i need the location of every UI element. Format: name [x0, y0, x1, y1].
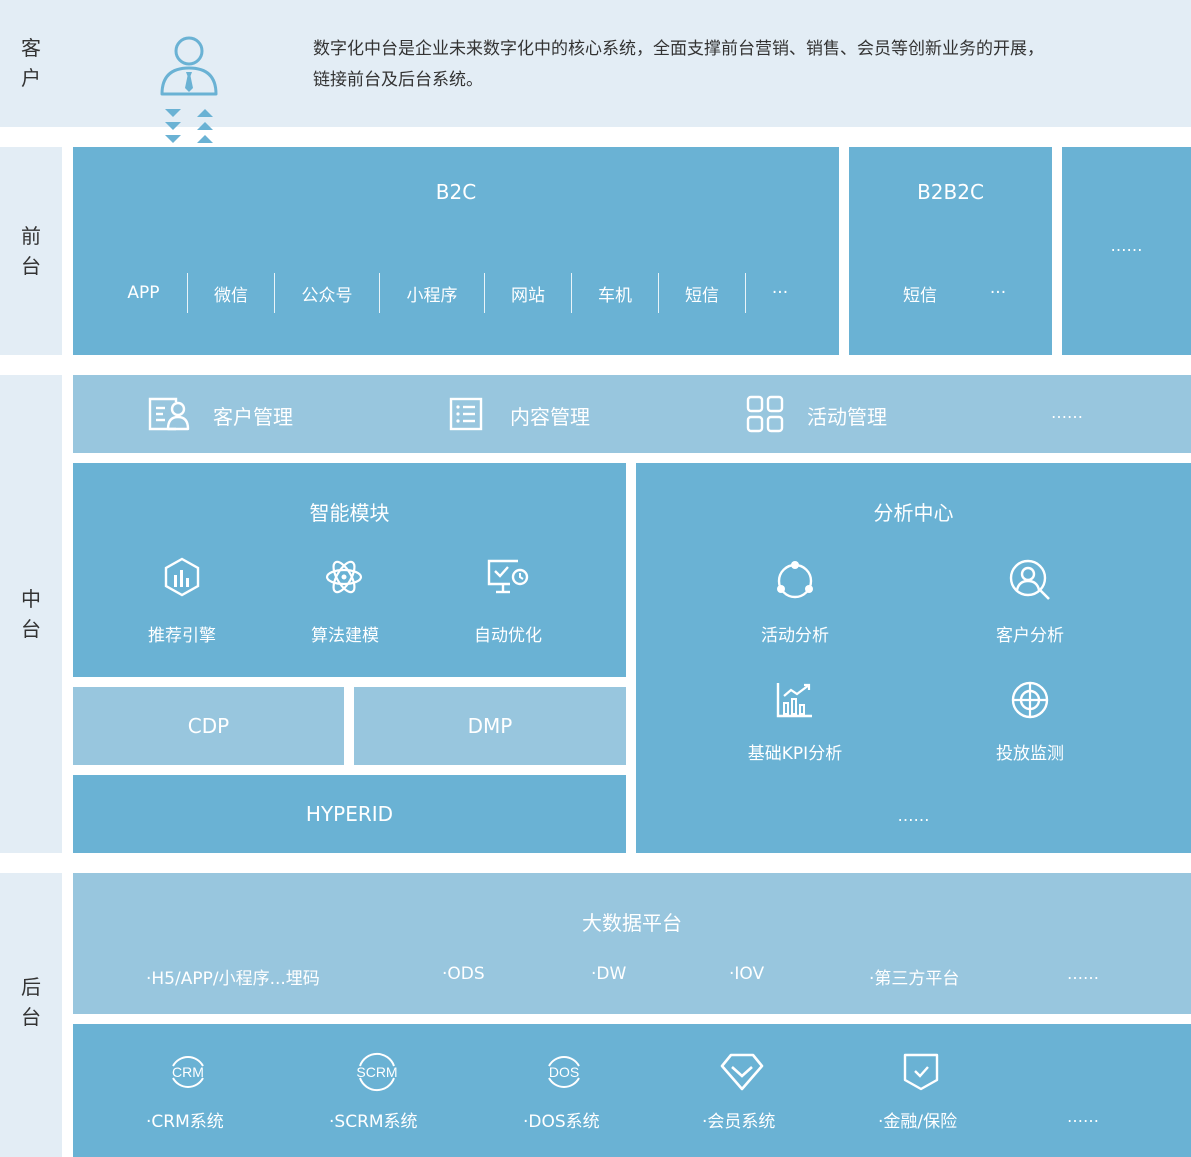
description-line: 数字化中台是企业未来数字化中的核心系统，全面支撑前台营销、销售、会员等创新业务的… [313, 39, 1044, 59]
cdp-box: CDP [73, 687, 344, 765]
system-scrm: ·SCRM系统 [329, 1112, 418, 1132]
front-band-label-bg [0, 147, 62, 355]
down-arrows-icon [165, 109, 181, 143]
big-data-platform-box [73, 873, 1191, 1014]
layer-label-char: 客 [21, 36, 41, 60]
layer-label-char: 户 [21, 66, 41, 90]
scrm-icon: SCRM [356, 1052, 398, 1092]
delivery-monitoring-icon [1011, 681, 1049, 719]
b2b2c-box [849, 147, 1052, 355]
bigdata-item-iov: ·IOV [729, 964, 765, 984]
activity-management-label: 活动管理 [807, 405, 887, 429]
layer-label-char: 台 [21, 1005, 41, 1029]
front-layer-label: 前 台 [0, 221, 62, 281]
b2c-box [73, 147, 839, 355]
system-member: ·会员系统 [702, 1112, 776, 1132]
algorithm-modeling-icon [325, 560, 363, 594]
channel-car: 车机 [598, 285, 632, 306]
channel-sms: 短信 [685, 285, 719, 306]
activity-analysis-label: 活动分析 [761, 626, 829, 646]
finance-shield-icon [903, 1053, 939, 1091]
b2c-title: B2C [435, 180, 477, 204]
crm-icon: CRM [172, 1056, 204, 1088]
hyperid-box: HYPERID [73, 775, 626, 853]
activity-management-icon [746, 395, 784, 433]
divider [187, 273, 188, 313]
crm-icon-text: CRM [172, 1064, 204, 1080]
bigdata-item-ods: ·ODS [442, 964, 485, 984]
divider [274, 273, 275, 313]
bigdata-item-dw: ·DW [591, 964, 627, 984]
customer-management-label: 客户管理 [213, 405, 293, 429]
description-line: 链接前台及后台系统。 [313, 70, 483, 90]
layer-label-char: 后 [21, 975, 41, 999]
b2b2c-channel-sms: 短信 [903, 285, 937, 306]
system-more: …… [1067, 1107, 1099, 1126]
bigdata-item-third-party: ·第三方平台 [869, 969, 960, 989]
big-data-platform-title: 大数据平台 [582, 911, 682, 935]
auto-optimize-label: 自动优化 [474, 626, 542, 646]
algorithm-modeling-label: 算法建模 [311, 626, 379, 646]
system-finance-insurance: ·金融/保险 [878, 1112, 958, 1132]
dmp-box: DMP [354, 687, 626, 765]
up-arrows-icon [197, 109, 213, 143]
back-layer-label: 后 台 [0, 972, 62, 1032]
divider [484, 273, 485, 313]
management-bar [73, 375, 1191, 453]
front-more-box [1062, 147, 1191, 355]
system-crm: ·CRM系统 [146, 1112, 224, 1132]
analysis-center-title: 分析中心 [873, 501, 954, 525]
system-dos: ·DOS系统 [523, 1112, 600, 1132]
analysis-center-box [636, 463, 1191, 853]
recommendation-engine-icon [164, 557, 200, 597]
scrm-icon-text: SCRM [356, 1064, 397, 1080]
smart-module-title: 智能模块 [309, 501, 390, 525]
analysis-more: …… [897, 806, 930, 825]
layer-label-char: 中 [21, 587, 41, 611]
channel-wechat: 微信 [214, 285, 248, 306]
divider [658, 273, 659, 313]
channel-more: ··· [771, 283, 789, 303]
b2b2c-channel-more: ··· [989, 283, 1007, 303]
customer-avatar-icon [160, 36, 218, 96]
front-more-text: …… [1110, 236, 1143, 255]
content-management-icon [449, 397, 483, 431]
customer-description: 数字化中台是企业未来数字化中的核心系统，全面支撑前台营销、销售、会员等创新业务的… [313, 34, 1183, 96]
content-management-label: 内容管理 [510, 405, 590, 429]
bigdata-item-more: …… [1067, 964, 1099, 983]
b2b2c-title: B2B2C [917, 180, 984, 204]
auto-optimize-icon [487, 559, 529, 594]
member-diamond-icon [720, 1053, 764, 1091]
customer-band [0, 0, 1191, 127]
divider [745, 273, 746, 313]
channel-website: 网站 [511, 285, 545, 306]
customer-management-icon [148, 397, 190, 431]
channel-official-account: 公众号 [301, 285, 353, 306]
layer-label-char: 前 [21, 224, 41, 248]
divider [571, 273, 572, 313]
backend-systems-box [73, 1024, 1191, 1157]
customer-analysis-icon [1009, 559, 1050, 600]
recommendation-engine-label: 推荐引擎 [148, 626, 216, 646]
layer-label-char: 台 [21, 254, 41, 278]
channel-mini-program: 小程序 [406, 285, 458, 306]
delivery-monitoring-label: 投放监测 [996, 744, 1064, 764]
channel-app: APP [127, 283, 160, 303]
dos-icon: DOS [548, 1056, 580, 1088]
bigdata-item-tracking: ·H5/APP/小程序...埋码 [146, 969, 320, 989]
management-more: …… [1051, 403, 1083, 422]
customer-analysis-label: 客户分析 [996, 626, 1064, 646]
middle-layer-label: 中 台 [0, 584, 62, 644]
dos-icon-text: DOS [549, 1064, 579, 1080]
kpi-analysis-icon [776, 683, 812, 718]
middle-band-label-bg [0, 375, 62, 853]
customer-layer-label: 客 户 [0, 33, 62, 93]
activity-analysis-icon [777, 561, 813, 599]
divider [379, 273, 380, 313]
kpi-analysis-label: 基础KPI分析 [747, 744, 843, 764]
back-band-label-bg [0, 873, 62, 1157]
layer-label-char: 台 [21, 617, 41, 641]
